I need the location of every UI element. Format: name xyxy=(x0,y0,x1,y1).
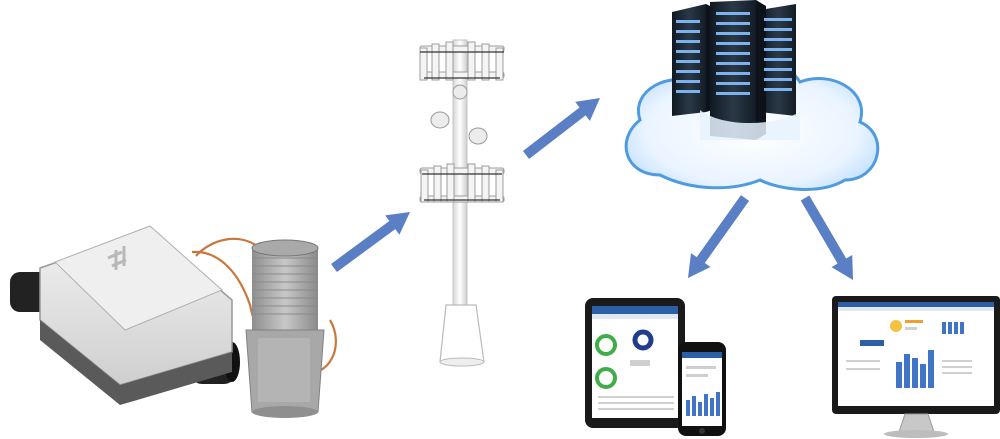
cloud-server-icon xyxy=(624,0,880,191)
flow-arrows xyxy=(331,98,853,280)
antenna-module-icon xyxy=(245,239,325,418)
desktop-monitor-icon xyxy=(832,296,1000,438)
water-meter-icon xyxy=(10,225,240,405)
tablet-icon xyxy=(585,298,685,428)
cell-tower-icon xyxy=(419,39,505,367)
smartphone-icon xyxy=(678,342,726,436)
flow-arrow-2 xyxy=(522,98,600,159)
flow-arrow-4 xyxy=(800,195,853,280)
flow-arrow-1 xyxy=(331,212,410,273)
flow-arrow-3 xyxy=(688,195,750,278)
